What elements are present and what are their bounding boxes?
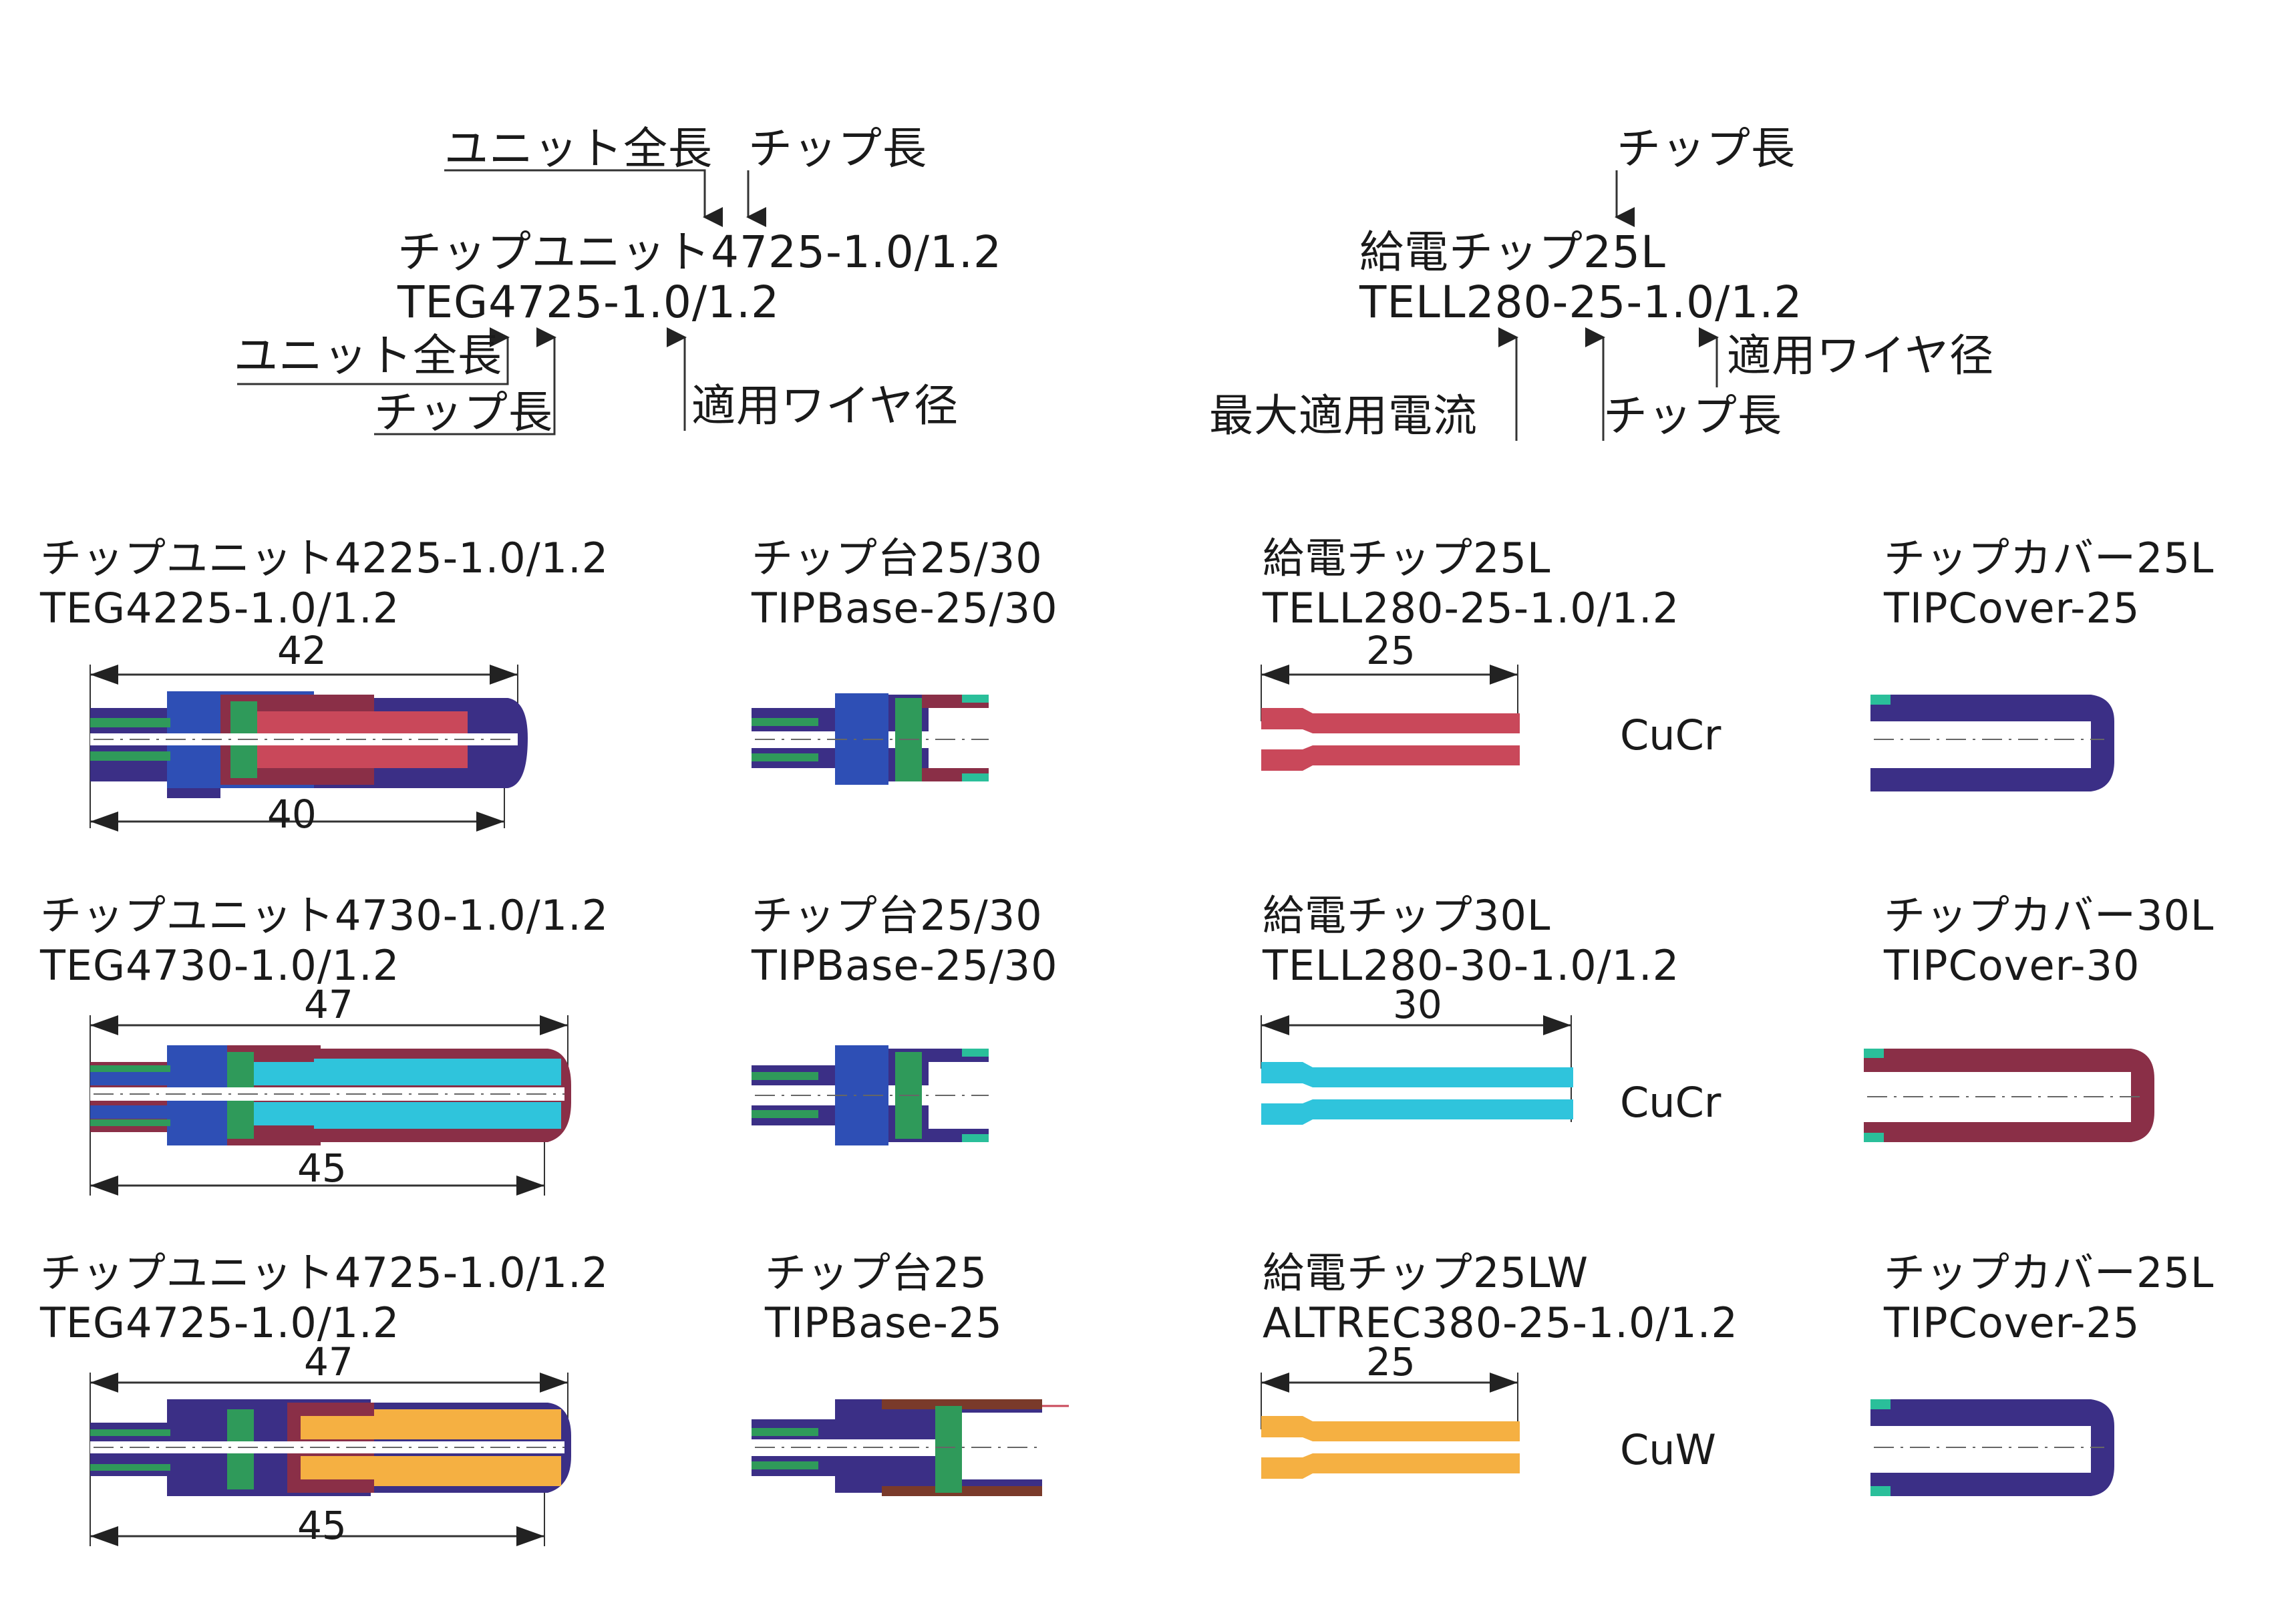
tip-base-25-30-drawing-2 bbox=[752, 1045, 989, 1145]
legend-right-product-name: 給電チップ25L bbox=[1359, 226, 1666, 278]
legend-left-connectors bbox=[237, 169, 766, 435]
row1-unit-dim-top: 42 bbox=[277, 628, 327, 673]
row1-cover-name: チップカバー25L bbox=[1884, 534, 2215, 582]
row1-tip-dim: 25 bbox=[1366, 628, 1416, 673]
legend-left-unit-length-label: ユニット全長 bbox=[444, 123, 713, 174]
tip-cover-30-drawing bbox=[1864, 1049, 2154, 1142]
legend-right-tip-length-label: チップ長 bbox=[1617, 123, 1796, 174]
row1-unit-code: TEG4225-1.0/1.2 bbox=[40, 584, 400, 633]
row3-unit-dim-bottom: 45 bbox=[297, 1503, 347, 1548]
row1-tip-name: 給電チップ25L bbox=[1263, 534, 1551, 582]
tip-cover-25-drawing-1 bbox=[1870, 695, 2114, 791]
row3-tip-code: ALTREC380-25-1.0/1.2 bbox=[1263, 1298, 1738, 1347]
row1-unit-name: チップユニット4225-1.0/1.2 bbox=[40, 534, 609, 582]
row2-tip-dim: 30 bbox=[1393, 982, 1442, 1027]
row3-unit-code: TEG4725-1.0/1.2 bbox=[40, 1298, 400, 1347]
row2-unit-dim-top: 47 bbox=[304, 982, 353, 1027]
row2-unit-dim-bottom: 45 bbox=[297, 1145, 347, 1191]
legend-left-product-name: チップユニット4725-1.0/1.2 bbox=[397, 226, 1002, 278]
legend-right-max-current-label: 最大適用電流 bbox=[1209, 390, 1478, 441]
row1-base-code: TIPBase-25/30 bbox=[752, 584, 1058, 633]
row1-base-name: チップ台25/30 bbox=[752, 534, 1043, 582]
row1-tip-code: TELL280-25-1.0/1.2 bbox=[1263, 584, 1680, 633]
row2-unit-name: チップユニット4730-1.0/1.2 bbox=[40, 891, 609, 940]
tip-unit-4725-drawing bbox=[90, 1373, 571, 1546]
legend-left-unit-length-label-2: ユニット全長 bbox=[234, 330, 502, 381]
row1-unit-dim-bottom: 40 bbox=[267, 791, 317, 837]
tip-base-25-drawing bbox=[752, 1399, 1069, 1496]
row3-tip-name: 給電チップ25LW bbox=[1263, 1248, 1589, 1297]
row3-base-code: TIPBase-25 bbox=[765, 1298, 1003, 1347]
legend-right-tip-length-label-2: チップ長 bbox=[1603, 390, 1782, 441]
legend-left-tip-length-label-2: チップ長 bbox=[374, 387, 553, 438]
tip-unit-4730-drawing bbox=[90, 1015, 571, 1196]
contact-tip-25l-drawing bbox=[1261, 665, 1520, 771]
legend-left-wire-diameter-label: 適用ワイヤ径 bbox=[691, 380, 959, 431]
row2-base-name: チップ台25/30 bbox=[752, 891, 1043, 940]
contact-tip-25lw-drawing bbox=[1261, 1373, 1520, 1479]
tip-cover-25-drawing-2 bbox=[1870, 1399, 2114, 1496]
legend-left-tip-length-label: チップ長 bbox=[748, 123, 927, 174]
row3-unit-dim-top: 47 bbox=[304, 1339, 353, 1385]
contact-tip-30l-drawing bbox=[1261, 1015, 1573, 1125]
row3-cover-code: TIPCover-25 bbox=[1884, 1298, 2140, 1347]
tip-unit-4225-drawing bbox=[90, 665, 528, 832]
row2-tip-code: TELL280-30-1.0/1.2 bbox=[1263, 941, 1680, 990]
row2-cover-name: チップカバー30L bbox=[1884, 891, 2215, 940]
legend-right-product-code: TELL280-25-1.0/1.2 bbox=[1359, 277, 1803, 328]
row3-base-name: チップ台25 bbox=[765, 1248, 987, 1297]
row3-tip-dim: 25 bbox=[1366, 1339, 1416, 1385]
row3-tip-material: CuW bbox=[1620, 1425, 1716, 1474]
row2-tip-material: CuCr bbox=[1620, 1078, 1721, 1127]
legend-left-product-code: TEG4725-1.0/1.2 bbox=[397, 277, 780, 328]
row1-tip-material: CuCr bbox=[1620, 711, 1721, 759]
row3-unit-name: チップユニット4725-1.0/1.2 bbox=[40, 1248, 609, 1297]
row2-unit-code: TEG4730-1.0/1.2 bbox=[40, 941, 400, 990]
row2-base-code: TIPBase-25/30 bbox=[752, 941, 1058, 990]
row2-tip-name: 給電チップ30L bbox=[1263, 891, 1551, 940]
row2-cover-code: TIPCover-30 bbox=[1884, 941, 2140, 990]
row1-cover-code: TIPCover-25 bbox=[1884, 584, 2140, 633]
legend-right-connectors bbox=[1498, 170, 1719, 441]
legend-right-wire-diameter-label: 適用ワイヤ径 bbox=[1727, 330, 1995, 381]
tip-base-25-30-drawing-1 bbox=[752, 693, 989, 785]
row3-cover-name: チップカバー25L bbox=[1884, 1248, 2215, 1297]
